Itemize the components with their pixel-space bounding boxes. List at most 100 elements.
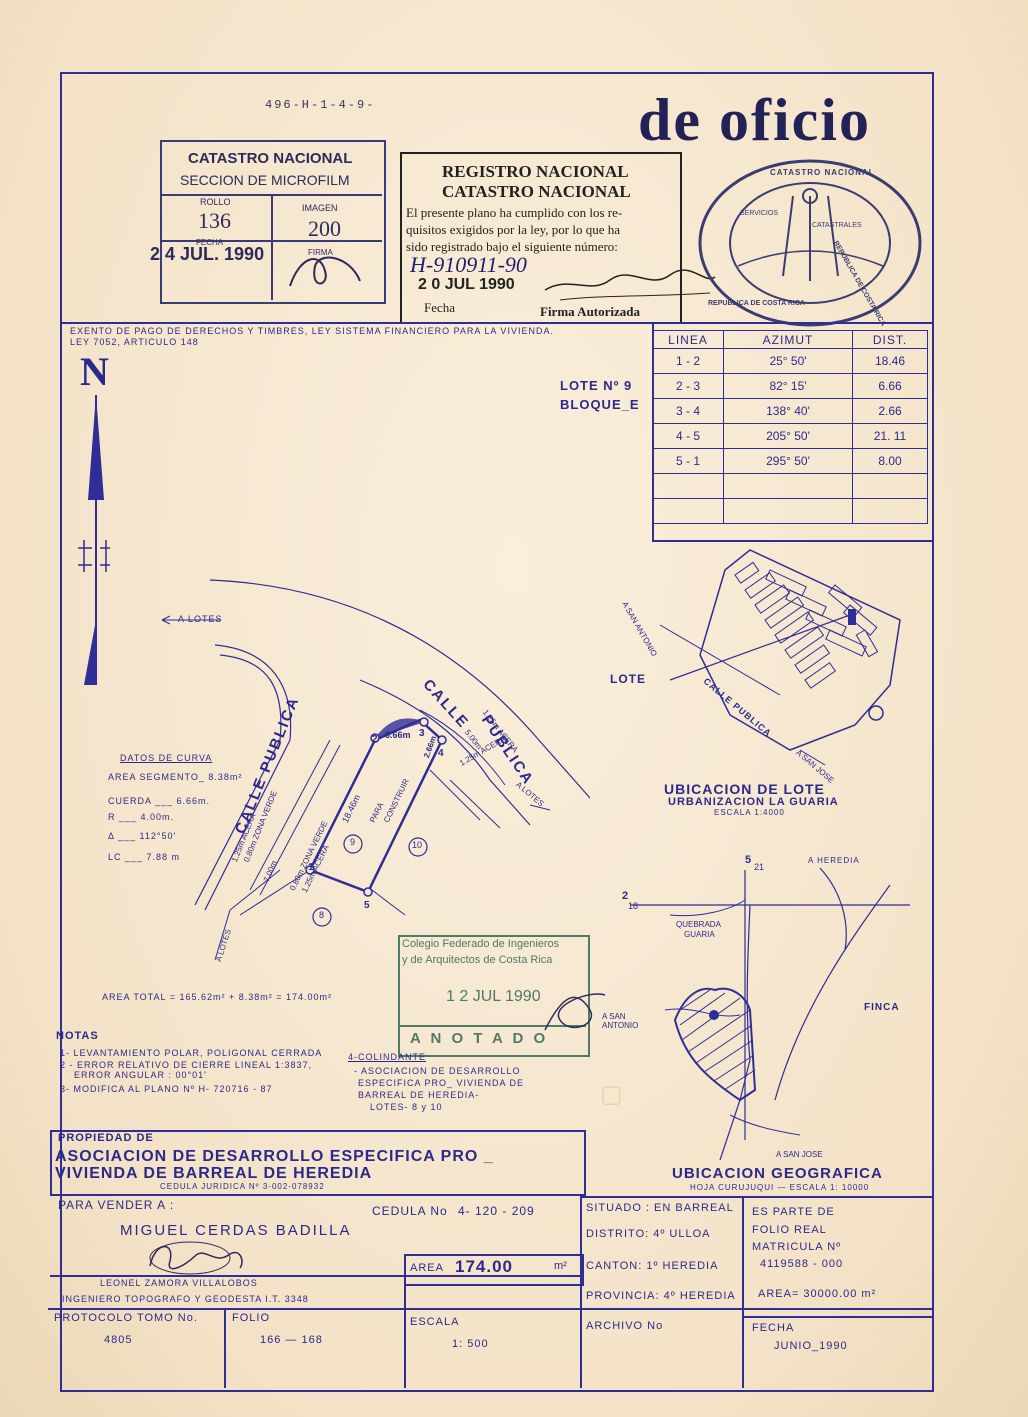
azimut-header-dist: DIST. <box>852 330 928 349</box>
ubicacion-geografica-map <box>630 867 910 1161</box>
nota-4-title: 4-COLINDANTE <box>348 1052 427 1062</box>
es-parte-2: FOLIO REAL <box>752 1224 827 1236</box>
north-arrow-icon <box>78 395 110 685</box>
catastro-seal <box>698 159 922 327</box>
registro-number: H-910911-90 <box>410 252 527 277</box>
geo-coord-5: 5 <box>745 854 752 866</box>
cell-azimut: 205° 50' <box>723 423 853 449</box>
es-parte-3: MATRICULA Nº <box>752 1241 842 1253</box>
azimut-header-azimut: AZIMUT <box>723 330 853 349</box>
area-unit: m² <box>554 1260 567 1272</box>
cell-dist: 6.66 <box>852 373 928 399</box>
nota-2a: 2 - ERROR RELATIVO DE CIERRE LINEAL 1:38… <box>60 1060 313 1070</box>
engineer-title: INGENIERO TOPOGRAFO Y GEODESTA I.T. 3348 <box>62 1294 309 1304</box>
owner-line2: VIVIENDA DE BARREAL DE HEREDIA <box>55 1165 373 1182</box>
cell-linea: 5 - 1 <box>652 448 724 474</box>
imagen-value: 200 <box>308 216 341 241</box>
registro-firma-label: Firma Autorizada <box>540 304 641 319</box>
registro-body1: El presente plano ha cumplido con los re… <box>406 205 623 220</box>
area-value: 174.00 <box>455 1257 513 1276</box>
ubicacion-lote-sub: URBANIZACION LA GUARIA <box>668 796 839 808</box>
area-label: AREA <box>410 1262 444 1274</box>
lot-10: 10 <box>412 840 423 850</box>
protocolo-label: PROTOCOLO TOMO No. <box>54 1312 198 1324</box>
north-label: N <box>80 349 109 394</box>
engineer-signature <box>149 1241 243 1275</box>
cedula-no-value: 4- 120 - 209 <box>458 1204 535 1218</box>
nota-3: 3- MODIFICA AL PLANO Nº H- 720716 - 87 <box>60 1084 273 1094</box>
geo-coord-18: 18 <box>628 901 639 911</box>
geo-coord-2: 2 <box>622 890 629 902</box>
folio-value: 166 — 168 <box>260 1334 323 1346</box>
nota-1: 1- LEVANTAMIENTO POLAR, POLIGONAL CERRAD… <box>60 1048 323 1058</box>
exento-line2: LEY 7052, ARTICULO 148 <box>70 337 199 347</box>
protocolo-value: 4805 <box>104 1334 133 1346</box>
registro-signature <box>544 269 716 301</box>
registro-line2: CATASTRO NACIONAL <box>442 182 631 201</box>
point-3: 3 <box>419 728 425 739</box>
microfilm-firma-label: FIRMA <box>308 248 333 257</box>
nota-4a: - ASOCIACION DE DESARROLLO <box>354 1066 521 1076</box>
cell-linea: 1 - 2 <box>652 348 724 374</box>
registro-fecha-label: Fecha <box>424 300 456 315</box>
cell-azimut: 138° 40' <box>723 398 853 424</box>
escala-label: ESCALA <box>410 1316 460 1328</box>
reference-number: 496-H-1-4-9- <box>265 98 376 112</box>
de-oficio-stamp: de oficio <box>638 87 871 153</box>
geo-finca: FINCA <box>864 1002 900 1013</box>
archivo-label: ARCHIVO No <box>586 1320 664 1332</box>
cell-linea: 4 - 5 <box>652 423 724 449</box>
datos-curva-area: AREA SEGMENTO_ 8.38m² <box>108 772 243 782</box>
nota-4b: ESPECIFICA PRO_ VIVIENDA DE <box>358 1078 525 1088</box>
datos-curva-cuerda: CUERDA ___ 6.66m. <box>108 796 211 806</box>
situado: SITUADO : EN BARREAL <box>586 1202 734 1214</box>
notas-title: NOTAS <box>56 1030 99 1042</box>
colegio-line1: Colegio Federado de Ingenieros <box>402 938 560 950</box>
geo-quebrada-1: QUEBRADA <box>676 920 721 929</box>
microfilm-line2: SECCION DE MICROFILM <box>180 172 350 188</box>
title-col-4 <box>742 1196 744 1388</box>
registro-date: 2 0 JUL 1990 <box>418 276 515 293</box>
microfilm-divider-v <box>271 194 273 300</box>
cell-linea: 2 - 3 <box>652 373 724 399</box>
area-total: AREA TOTAL = 165.62m² + 8.38m² = 174.00m… <box>102 992 333 1002</box>
geo-coord-21: 21 <box>754 862 765 872</box>
bloque-label: BLOQUE_E <box>560 397 640 412</box>
provincia: PROVINCIA: 4º HEREDIA <box>586 1290 736 1302</box>
colegio-signature <box>544 993 606 1031</box>
title-col-1 <box>224 1308 226 1388</box>
rollo-value: 136 <box>198 208 231 233</box>
geo-a-san-antonio: A SAN ANTONIO <box>602 1012 639 1030</box>
propiedad-de: PROPIEDAD DE <box>58 1132 154 1144</box>
geo-title: UBICACION GEOGRAFICA <box>672 1165 883 1182</box>
lote-number: LOTE Nº 9 <box>560 378 633 393</box>
colegio-stamp <box>398 935 590 1057</box>
cell-dist: 8.00 <box>852 448 928 474</box>
colegio-line2: y de Arquitectos de Costa Rica <box>402 954 553 966</box>
point-1: 1 <box>308 862 314 873</box>
matricula-value: 4119588 - 000 <box>760 1258 844 1270</box>
imagen-label: IMAGEN <box>302 203 338 213</box>
datos-curva-r: R ___ 4.00m. <box>108 812 175 822</box>
datos-curva-lc: LC ___ 7.88 m <box>108 852 181 862</box>
ubicacion-lote-escala: ESCALA 1:4000 <box>714 808 785 817</box>
nota-4c: BARREAL DE HEREDIA- <box>358 1090 480 1100</box>
nota-2b: ERROR ANGULAR : 00°01' <box>74 1070 207 1080</box>
point-4: 4 <box>438 748 444 759</box>
cedula-no-label: CEDULA No <box>372 1204 448 1218</box>
engineer-name: LEONEL ZAMORA VILLALOBOS <box>100 1278 258 1288</box>
microfilm-divider-2 <box>162 240 382 242</box>
para-vender-label: PARA VENDER A : <box>58 1198 175 1212</box>
microfilm-stamp <box>160 140 386 304</box>
header-divider <box>60 322 932 324</box>
a-lotes-top: A LOTES <box>178 614 223 624</box>
colegio-anotado: A N O T A D O <box>410 1030 549 1047</box>
microfilm-fecha-value: 2 4 JUL. 1990 <box>150 244 265 264</box>
exento-line1: EXENTO DE PAGO DE DERECHOS Y TIMBRES, LE… <box>70 326 554 336</box>
microfilm-line1: CATASTRO NACIONAL <box>188 150 353 167</box>
faint-stamp-text-1: ▢ <box>600 1081 625 1108</box>
